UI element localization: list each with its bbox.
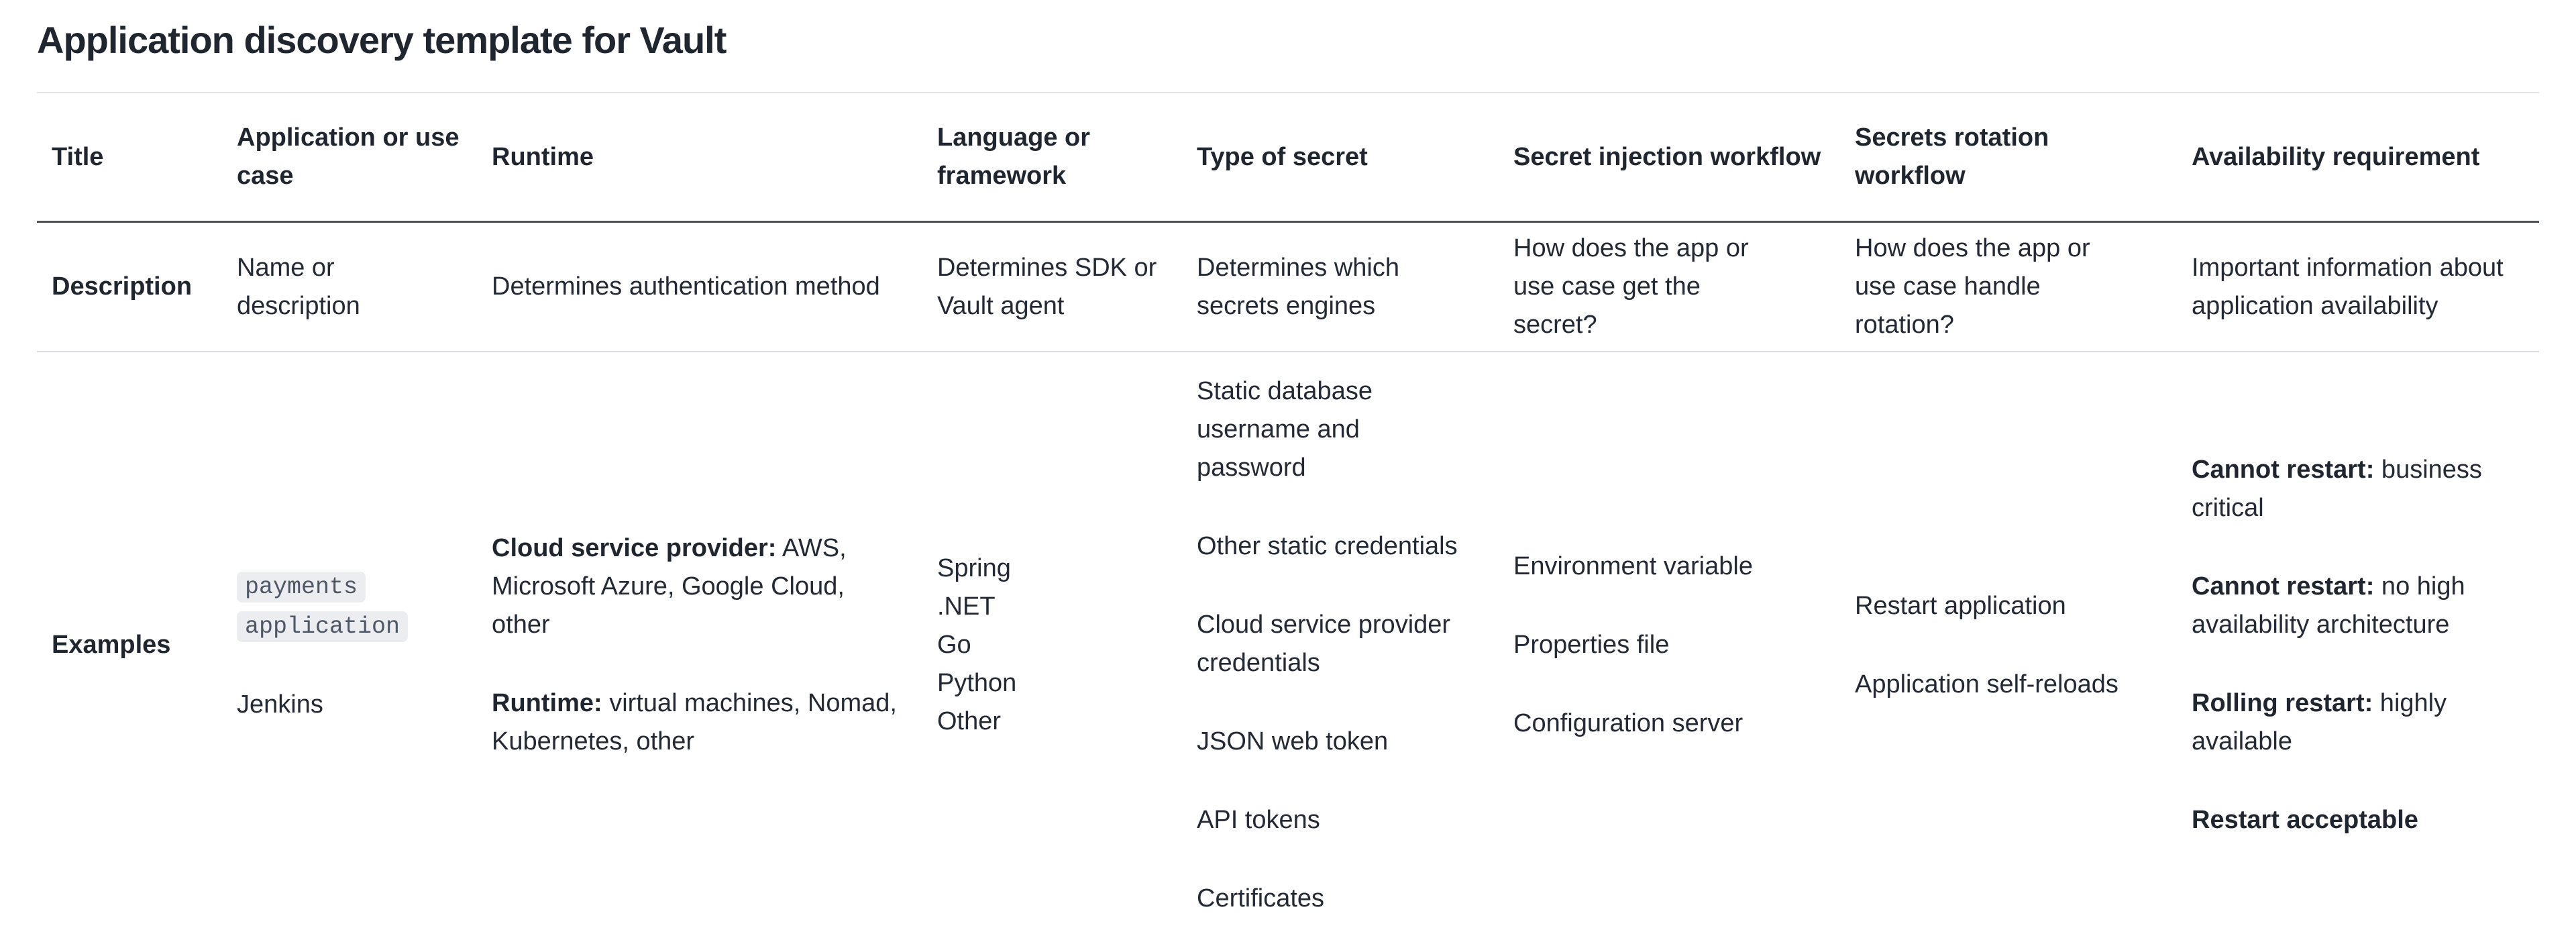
cell-description-type-of-secret: Determines which secrets engines: [1182, 222, 1499, 352]
cell-description-runtime: Determines authentication method: [477, 222, 922, 352]
type-of-secret-item: JSON web token: [1197, 727, 1389, 755]
description-runtime-text: Determines authentication method: [492, 272, 880, 301]
table-row-description: Description Name or description Determin…: [37, 222, 2539, 352]
type-of-secret-item: Certificates: [1197, 884, 1325, 913]
page-title: Application discovery template for Vault: [37, 19, 727, 61]
rotation-item: Application self-reloads: [1855, 670, 2118, 698]
examples-rotation-list: Restart application Application self-rel…: [1855, 587, 2162, 704]
examples-injection-list: Environment variable Properties file Con…: [1513, 548, 1825, 743]
examples-runtime-cloud-provider: Cloud service provider: AWS, Microsoft A…: [492, 529, 908, 644]
column-header-language-or-framework: Language or framework: [937, 123, 1091, 190]
cell-description-rotation: How does the app or use case handle rota…: [1840, 222, 2177, 352]
title-divider: [37, 92, 2539, 93]
examples-availability-list: Cannot restart: business critical Cannot…: [2192, 451, 2524, 839]
cell-examples-application: payments application Jenkins: [222, 352, 477, 938]
availability-item: Cannot restart: business critical: [2192, 451, 2524, 527]
cell-description-language: Determines SDK or Vault agent: [922, 222, 1182, 352]
type-of-secret-item: Static database username and password: [1197, 377, 1373, 482]
cell-examples-injection: Environment variable Properties file Con…: [1499, 352, 1840, 938]
rolling-restart-label: Rolling restart:: [2192, 689, 2373, 717]
type-of-secret-item: Other static credentials: [1197, 532, 1458, 560]
language-item: Spring: [937, 554, 1011, 582]
runtime-label: Runtime:: [492, 689, 602, 717]
examples-application-list: payments application Jenkins: [237, 566, 462, 724]
cell-description-injection: How does the app or use case get the sec…: [1499, 222, 1840, 352]
cloud-service-provider-label: Cloud service provider:: [492, 534, 777, 562]
language-item: .NET: [937, 592, 996, 621]
availability-item: Cannot restart: no high availability arc…: [2192, 568, 2524, 644]
injection-item: Properties file: [1513, 631, 1670, 659]
cell-description-application: Name or description: [222, 222, 477, 352]
cell-examples-type-of-secret: Static database username and password Ot…: [1182, 352, 1499, 938]
cell-examples-rotation: Restart application Application self-rel…: [1840, 352, 2177, 938]
examples-application-code-item: payments application: [237, 566, 462, 645]
cell-description-availability: Important information about application …: [2177, 222, 2539, 352]
row-label-examples: Examples: [52, 631, 171, 659]
language-item: Python: [937, 669, 1017, 697]
injection-item: Configuration server: [1513, 709, 1743, 737]
description-availability-text: Important information about application …: [2192, 253, 2504, 320]
examples-application-item: Jenkins: [237, 690, 323, 719]
cell-examples-language: Spring .NET Go Python Other: [922, 352, 1182, 938]
table-row-examples: Examples payments application Jenkins Cl…: [37, 352, 2539, 938]
availability-item-text: business critical: [2192, 456, 2482, 522]
description-language-text: Determines SDK or Vault agent: [937, 253, 1157, 320]
column-header-runtime: Runtime: [492, 142, 594, 171]
examples-runtime-runtime: Runtime: virtual machines, Nomad, Kubern…: [492, 684, 908, 761]
rotation-item: Restart application: [1855, 591, 2066, 620]
injection-item: Environment variable: [1513, 552, 1753, 580]
description-rotation-text: How does the app or use case handle rota…: [1855, 234, 2090, 339]
column-header-availability-requirement: Availability requirement: [2192, 142, 2480, 171]
cannot-restart-label: Cannot restart:: [2192, 456, 2375, 484]
description-application-text: Name or description: [237, 253, 360, 320]
column-header-application-or-use-case: Application or use case: [237, 123, 460, 190]
column-header-secret-injection-workflow: Secret injection workflow: [1513, 142, 1821, 171]
type-of-secret-item: API tokens: [1197, 806, 1320, 834]
cell-examples-availability: Cannot restart: business critical Cannot…: [2177, 352, 2539, 938]
examples-type-of-secret-list: Static database username and password Ot…: [1197, 372, 1484, 918]
language-item: Go: [937, 631, 971, 659]
code-chip: payments application: [237, 572, 409, 642]
availability-item: Rolling restart: highly available: [2192, 684, 2524, 761]
column-header-type-of-secret: Type of secret: [1197, 142, 1368, 171]
examples-runtime-list: Cloud service provider: AWS, Microsoft A…: [492, 529, 908, 761]
cell-examples-runtime: Cloud service provider: AWS, Microsoft A…: [477, 352, 922, 938]
app-discovery-table: Title Application or use case Runtime La…: [37, 93, 2539, 938]
type-of-secret-item: Cloud service provider credentials: [1197, 611, 1451, 677]
availability-item-text: highly available: [2192, 689, 2447, 755]
language-item: Other: [937, 707, 1002, 735]
availability-item: Restart acceptable: [2192, 801, 2524, 839]
description-injection-text: How does the app or use case get the sec…: [1513, 234, 1749, 339]
examples-language-list: Spring .NET Go Python Other: [937, 550, 1167, 741]
column-header-title: Title: [52, 142, 104, 171]
row-label-description: Description: [52, 272, 193, 301]
availability-item-text: no high availability architecture: [2192, 572, 2465, 639]
cannot-restart-label: Cannot restart:: [2192, 572, 2375, 601]
restart-acceptable-label: Restart acceptable: [2192, 806, 2418, 834]
description-type-of-secret-text: Determines which secrets engines: [1197, 253, 1399, 320]
table-header-row: Title Application or use case Runtime La…: [37, 93, 2539, 222]
column-header-secrets-rotation-workflow: Secrets rotation workflow: [1855, 123, 2049, 190]
cloud-service-provider-values: AWS, Microsoft Azure, Google Cloud, othe…: [492, 534, 847, 639]
runtime-values: virtual machines, Nomad, Kubernetes, oth…: [492, 689, 897, 755]
